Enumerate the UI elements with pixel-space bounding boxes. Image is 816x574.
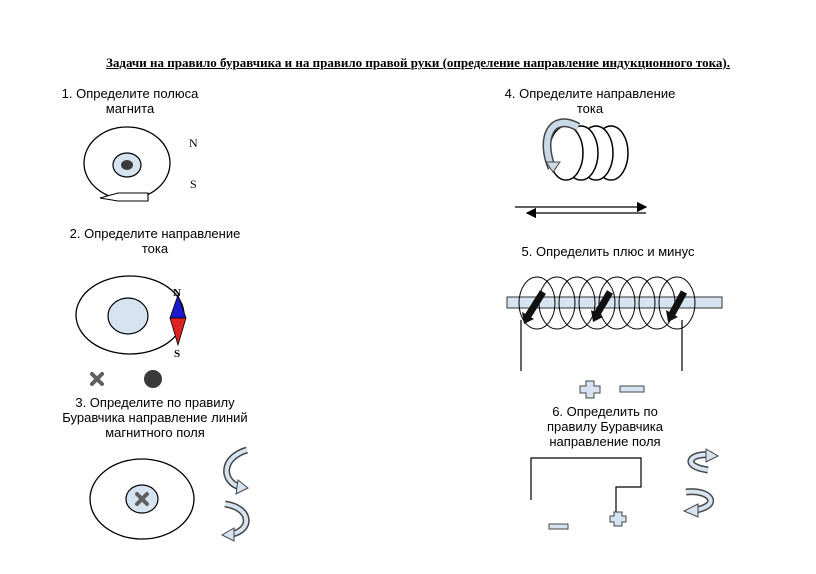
figure-4-coil <box>515 118 648 219</box>
pole-n-label: N <box>189 136 198 150</box>
circuit-wire <box>530 457 642 513</box>
figure-6-circuit <box>530 448 720 530</box>
plus-icon <box>579 380 601 399</box>
figure-3-conductor <box>89 446 250 542</box>
task-1-label: 1. Определите полюса магнита <box>61 86 199 116</box>
magnet-arrow-2-icon <box>593 290 614 316</box>
minus-icon <box>619 385 645 393</box>
cross-in-conductor-icon <box>135 492 149 506</box>
task-4-label: 4. Определите направление тока <box>504 86 676 116</box>
dot-icon <box>144 370 162 388</box>
figure-2-conductor: N S <box>75 275 187 388</box>
compass-n-label: N <box>173 287 181 299</box>
cross-icon <box>90 372 104 386</box>
task-3-label: 3. Определите по правилу Буравчика напра… <box>62 395 248 440</box>
pole-s-label: S <box>190 177 197 191</box>
magnet-arrow-1-icon <box>525 290 546 318</box>
magnet-needle-icon <box>99 192 149 202</box>
task-5-label: 5. Определить плюс и минус <box>521 244 695 259</box>
figure-1-conductor: N S <box>83 126 198 202</box>
task-2-label: 2. Определите направление тока <box>69 226 241 256</box>
terminal-minus-icon <box>548 523 569 530</box>
compass-south-icon <box>169 317 187 347</box>
terminal-plus-icon <box>609 511 627 527</box>
task-6-label: 6. Определить по правилу Буравчика напра… <box>547 404 663 449</box>
magnet-arrow-3-icon <box>668 290 688 316</box>
compass-s-label: S <box>174 348 180 360</box>
figure-5-solenoid <box>506 276 723 399</box>
page-title: Задачи на правило буравчика и на правило… <box>106 55 730 70</box>
